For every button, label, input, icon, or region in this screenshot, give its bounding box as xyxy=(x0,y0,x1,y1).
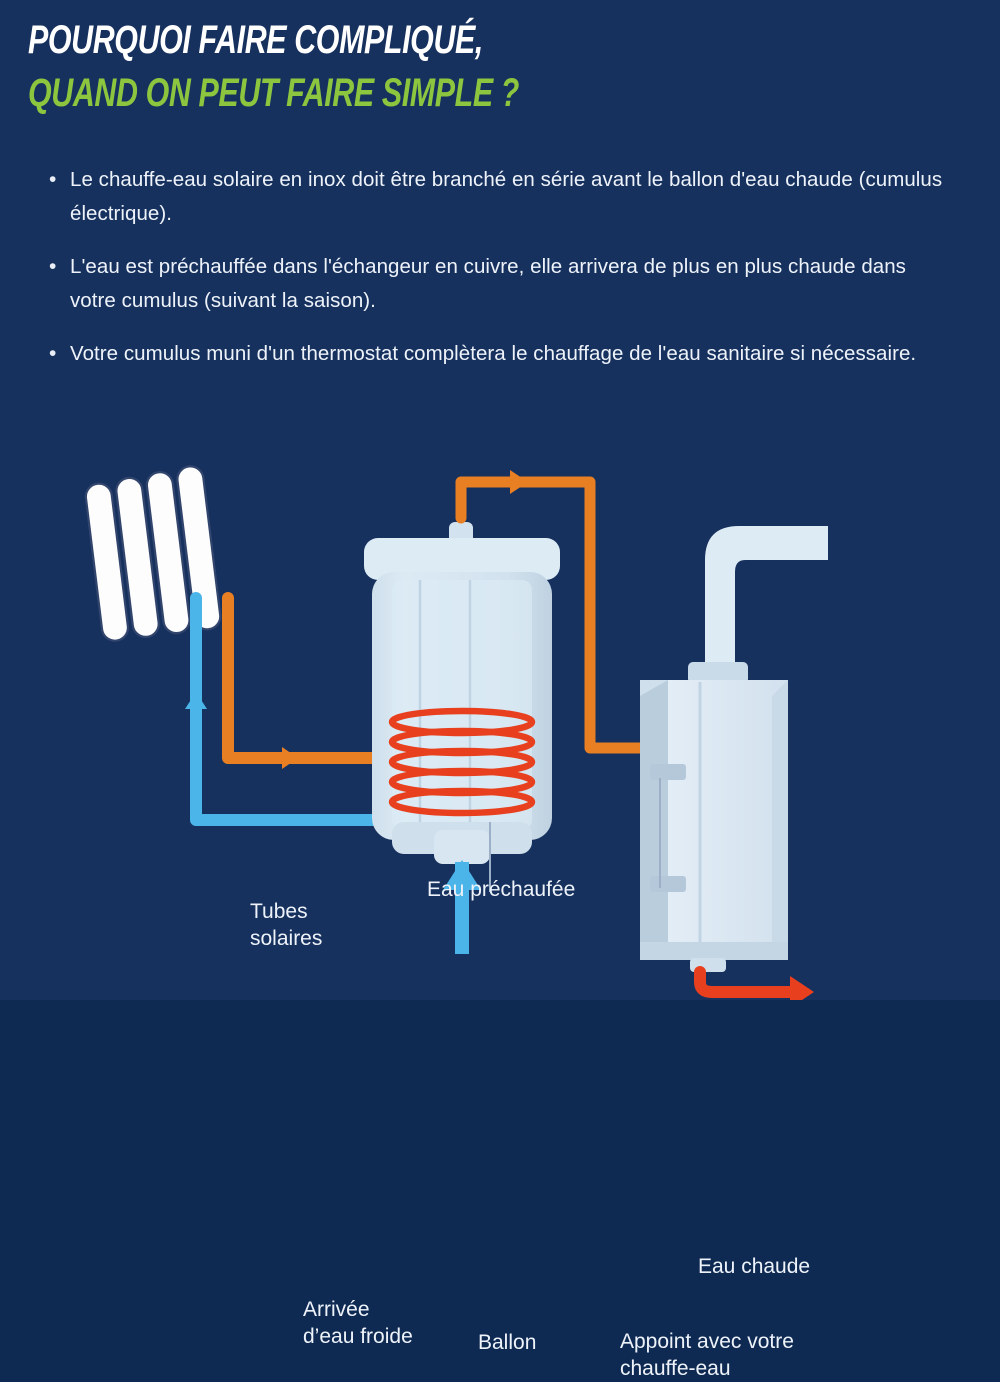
label-cold-inlet: Arrivée d’eau froide xyxy=(303,1298,413,1348)
infographic-canvas: POURQUOI FAIRE COMPLIQUÉ, QUAND ON PEUT … xyxy=(0,18,1000,1380)
list-item: • Votre cumulus muni d'un thermostat com… xyxy=(46,337,951,371)
preheated-water-pipe xyxy=(455,470,646,754)
hot-water-outlet-arrow xyxy=(694,966,814,1000)
list-item: • L'eau est préchauffée dans l'échangeur… xyxy=(46,250,951,318)
bullet-text: Le chauffe-eau solaire en inox doit être… xyxy=(70,168,943,225)
label-preheated-water: Eau préchaufée xyxy=(427,878,576,901)
bullet-marker: • xyxy=(49,255,57,278)
label-solar-tubes: Tubes solaires xyxy=(250,900,323,950)
bullet-marker: • xyxy=(49,168,57,191)
title-line-1: POURQUOI FAIRE COMPLIQUÉ, xyxy=(28,18,483,62)
bullet-text: Votre cumulus muni d'un thermostat compl… xyxy=(70,342,917,365)
label-tank: Ballon xyxy=(478,1331,537,1354)
label-backup-boiler: Appoint avec votre chauffe-eau xyxy=(620,1330,794,1380)
bullet-marker: • xyxy=(49,342,57,365)
bullet-text: L'eau est préchauffée dans l'échangeur e… xyxy=(70,255,906,312)
backup-boiler xyxy=(640,526,828,972)
cold-inlet-arrow xyxy=(443,860,481,954)
heat-exchanger-coil xyxy=(388,707,536,817)
bullet-list: • Le chauffe-eau solaire en inox doit êt… xyxy=(46,163,951,390)
hot-water-tank xyxy=(364,522,560,864)
system-diagram: Tubes solaires Eau préchaufée Arrivée d’… xyxy=(0,430,1000,1380)
solar-tubes-icon xyxy=(84,465,222,642)
label-hot-water: Eau chaude xyxy=(698,1255,811,1278)
title-line-2: QUAND ON PEUT FAIRE SIMPLE ? xyxy=(28,70,519,115)
cold-return-pipe xyxy=(185,592,386,826)
collector-supply-pipe xyxy=(222,592,398,769)
title-block: POURQUOI FAIRE COMPLIQUÉ, QUAND ON PEUT … xyxy=(28,18,968,116)
list-item: • Le chauffe-eau solaire en inox doit êt… xyxy=(46,163,951,231)
